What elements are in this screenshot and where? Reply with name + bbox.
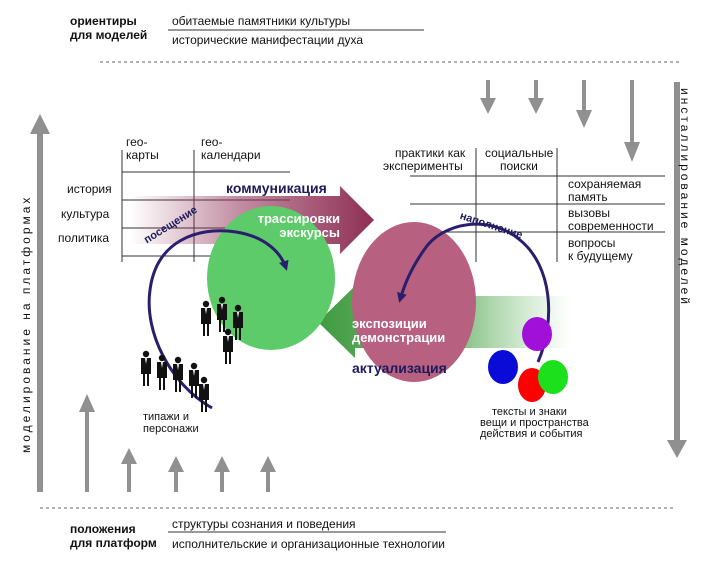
right-row-3-line-2: к будущему — [568, 249, 633, 263]
balls-caption-3: действия и события — [480, 428, 583, 440]
exposition-label-1: экспозиции — [352, 316, 427, 331]
communication-label: коммуникация — [226, 180, 327, 196]
right-col1-line-1: практики как — [395, 146, 466, 160]
bottom-item-2: исполнительские и организационные технол… — [172, 537, 446, 551]
visiting-loop — [147, 229, 289, 410]
top-heading-line-2: для моделей — [70, 28, 148, 42]
right-grid — [410, 148, 665, 262]
left-col2-line-1: гео- — [201, 135, 223, 149]
tracing-label-1: трассировки — [257, 211, 340, 226]
people-figures — [141, 296, 243, 412]
figures-caption-2: персонажи — [143, 423, 199, 435]
person-figure — [157, 354, 167, 390]
left-row-culture: культура — [61, 207, 110, 221]
person-figure — [223, 328, 233, 364]
bottom-item-1: структуры сознания и поведения — [172, 517, 356, 531]
left-col2-line-2: календари — [201, 148, 261, 162]
right-row-1-line-1: сохраняемая — [568, 177, 642, 191]
figures-caption-1: типажи и — [143, 411, 189, 423]
left-col1-line-2: карты — [126, 148, 159, 162]
bottom-heading-line-2: для платформ — [70, 536, 157, 550]
top-item-2: исторические манифестации духа — [172, 33, 363, 47]
balls-caption-2: вещи и пространства — [480, 417, 589, 429]
bottom-up-arrows — [79, 394, 276, 492]
actualisation-label: актуализация — [352, 360, 447, 376]
exposition-ellipse — [352, 222, 476, 382]
left-col1-line-1: гео- — [126, 135, 148, 149]
left-row-history: история — [67, 182, 112, 196]
person-figure — [199, 376, 209, 412]
left-row-politics: политика — [58, 231, 109, 245]
blue-ball — [488, 350, 518, 384]
right-vertical-label: инсталлирование моделей — [678, 88, 692, 307]
tracing-label-2: экскурсы — [279, 225, 340, 240]
green-ball — [538, 360, 568, 394]
exposition-label-2: демонстрации — [352, 330, 446, 345]
right-col2-line-1: социальные — [485, 146, 554, 160]
right-col1-line-2: эксперименты — [383, 159, 463, 173]
left-up-arrow — [30, 114, 50, 492]
balls-caption-1: тексты и знаки — [492, 406, 567, 418]
person-figure — [233, 304, 243, 340]
left-vertical-label: моделирование на платформах — [19, 194, 33, 453]
top-item-1: обитаемые памятники культуры — [172, 14, 351, 28]
right-row-2-line-2: современности — [568, 219, 654, 233]
person-figure — [201, 300, 211, 336]
right-col2-line-2: поиски — [500, 159, 538, 173]
person-figure — [141, 350, 151, 386]
top-down-arrows — [480, 80, 640, 162]
right-row-2-line-1: вызовы — [568, 206, 611, 220]
right-row-3-line-1: вопросы — [568, 236, 616, 250]
person-figure — [173, 356, 183, 392]
bottom-heading-line-1: положения — [70, 522, 136, 536]
right-down-arrow — [667, 82, 687, 458]
person-figure — [217, 296, 227, 332]
purple-ball — [522, 317, 552, 351]
filling-loop — [397, 222, 551, 363]
person-figure — [189, 362, 199, 398]
top-heading-line-1: ориентиры — [70, 14, 137, 28]
right-row-1-line-2: память — [568, 190, 608, 204]
